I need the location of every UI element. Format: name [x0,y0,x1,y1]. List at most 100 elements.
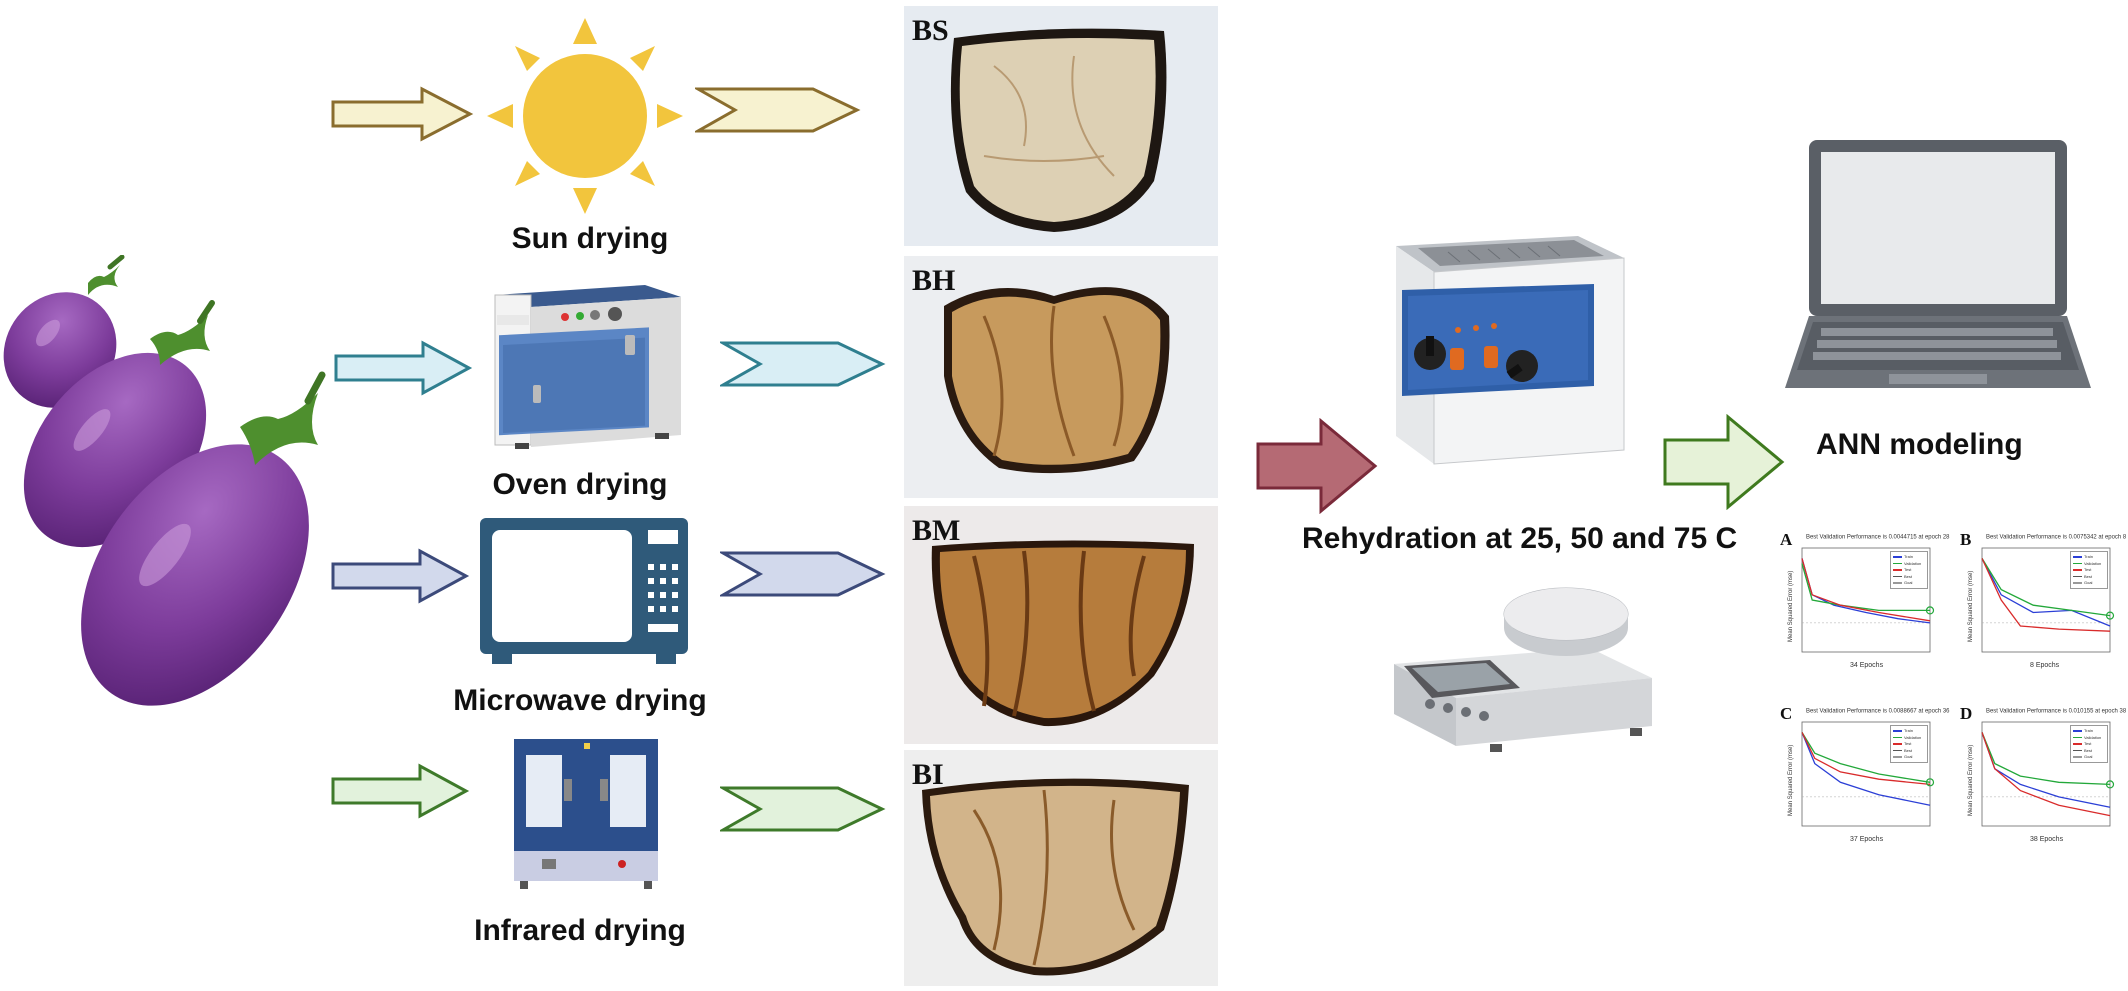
legend-label: Train [2084,728,2093,733]
legend-label: Goal [1904,580,1913,585]
legend-swatch [2073,556,2082,558]
legend-swatch [2073,749,2082,752]
legend-label: Test [2084,741,2092,746]
best-point-marker [2105,780,2115,789]
legend-swatch [1893,730,1902,732]
legend-label: Test [1904,567,1912,572]
best-point-marker [1925,778,1935,787]
legend-entry: Train [1893,728,1913,733]
legend-swatch [1893,562,1902,565]
legend-swatch [2073,575,2082,578]
legend-swatch [2073,582,2082,584]
ann-chart-a: A Best Validation Performance is 0.004471… [1780,530,1949,680]
laptop-icon [1785,140,2091,388]
oven-output-chevron [720,341,886,387]
microwave-output-chevron [720,551,886,597]
chart-title: Best Validation Performance is 0.0044715… [1806,534,1950,540]
chart-xlabel: 38 Epochs [2030,836,2064,843]
legend-label: Goal [2084,580,2093,585]
chart-ylabel: Mean Squared Error (mse) [1788,744,1794,816]
legend-entry: Test [1893,741,1911,746]
series-line-test [1801,558,1931,622]
legend-entry: Train [1893,554,1913,559]
oven-icon [494,285,681,449]
legend-label: Train [2084,554,2093,559]
legend-label: Goal [1904,754,1913,759]
eggplants-illustration [3,255,326,706]
chart-ylabel: Mean Squared Error (mse) [1788,570,1794,642]
method-label-infrared: Infrared drying [474,914,686,947]
sun-output-chevron [695,87,861,133]
legend-entry: Goal [2073,580,2092,585]
chart-title: Best Validation Performance is 0.0088667… [1806,708,1950,714]
chart-plot [1801,547,1935,653]
legend-swatch [2073,562,2082,565]
photo-microwave-dried-slice: BM [904,506,1218,744]
best-point-marker [1925,606,1935,615]
sample-code-bs: BS [912,14,949,47]
oven-input-arrow [334,340,473,396]
chart-plot [1981,721,2115,827]
legend-entry: Best [1893,574,1912,579]
legend-entry: Goal [2073,754,2092,759]
legend-label: Test [1904,741,1912,746]
sample-code-bi: BI [912,758,944,791]
ann-label: ANN modeling [1816,428,2023,461]
legend-entry: Best [1893,748,1912,753]
photo-infrared-dried-slice: BI [904,750,1218,986]
eggplant-large [81,371,326,706]
chart-frame [1981,547,2111,653]
legend-swatch [1893,582,1902,584]
method-label-sun: Sun drying [511,222,669,255]
legend-entry: Train [2073,728,2093,733]
chart-frame [1981,721,2111,827]
legend-entry: Test [1893,567,1911,572]
ann-chart-b: B Best Validation Performance is 0.007534… [1960,530,2126,680]
sample-code-bh: BH [912,264,956,297]
series-line-test [1981,558,2111,632]
legend-swatch [2073,569,2082,571]
legend-label: Goal [2084,754,2093,759]
series-line-val [1981,558,2111,617]
method-label-microwave: Microwave drying [453,684,707,717]
chart-xlabel: 37 Epochs [1850,836,1884,843]
legend-label: Train [1904,554,1913,559]
photo-oven-dried-slice: BH [904,256,1218,498]
legend-entry: Best [2073,748,2092,753]
chart-frame [1801,547,1931,653]
legend-entry: Goal [1893,754,1912,759]
rehydration-arrow [1256,418,1378,514]
series-line-test [1801,732,1931,786]
ann-chart-d: D Best Validation Performance is 0.010155… [1960,704,2126,854]
legend-swatch [2073,756,2082,758]
chart-plot [1981,547,2115,653]
chart-letter: A [1780,530,1793,549]
sun-icon [487,18,683,214]
ann-arrow [1663,414,1785,510]
chart-plot [1801,721,1935,827]
legend-label: Test [2084,567,2092,572]
photo-sun-dried-slice: BS [904,6,1218,246]
legend-swatch [2073,730,2082,732]
legend-entry: Test [2073,567,2091,572]
legend-label: Validation [2084,734,2102,740]
infrared-dryer-icon [514,739,658,889]
legend-entry: Test [2073,741,2091,746]
series-line-val [1981,732,2111,786]
chart-ylabel: Mean Squared Error (mse) [1968,570,1974,642]
legend-swatch [2073,736,2082,739]
legend-entry: Validation [1893,735,1921,740]
microwave-icon [480,518,688,664]
rehydration-label: Rehydration at 25, 50 and 75 C [1302,522,1738,555]
legend-label: Validation [2084,560,2102,566]
sample-code-bm: BM [912,514,961,547]
chart-title: Best Validation Performance is 0.0075342… [1986,534,2127,540]
chart-letter: D [1960,704,1973,723]
chart-title: Best Validation Performance is 0.010155 … [1986,708,2127,714]
legend-swatch [1893,736,1902,739]
chart-letter: B [1960,530,1972,549]
method-label-oven: Oven drying [492,468,668,501]
